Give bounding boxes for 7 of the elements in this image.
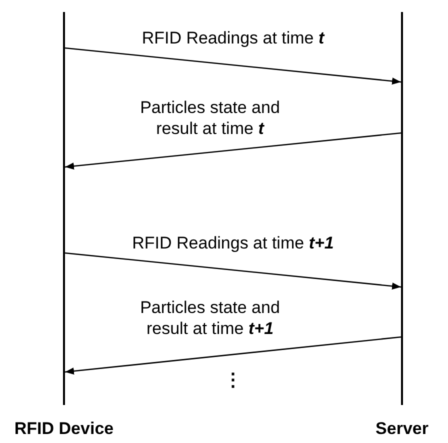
message-arrow (64, 132, 402, 170)
message-arrow (64, 336, 402, 375)
participant-label: Server (376, 419, 428, 439)
message-arrow (64, 47, 402, 85)
continuation-dots: ⋮ (224, 369, 242, 391)
message-arrow (64, 252, 402, 290)
participant-label: RFID Device (14, 419, 114, 439)
